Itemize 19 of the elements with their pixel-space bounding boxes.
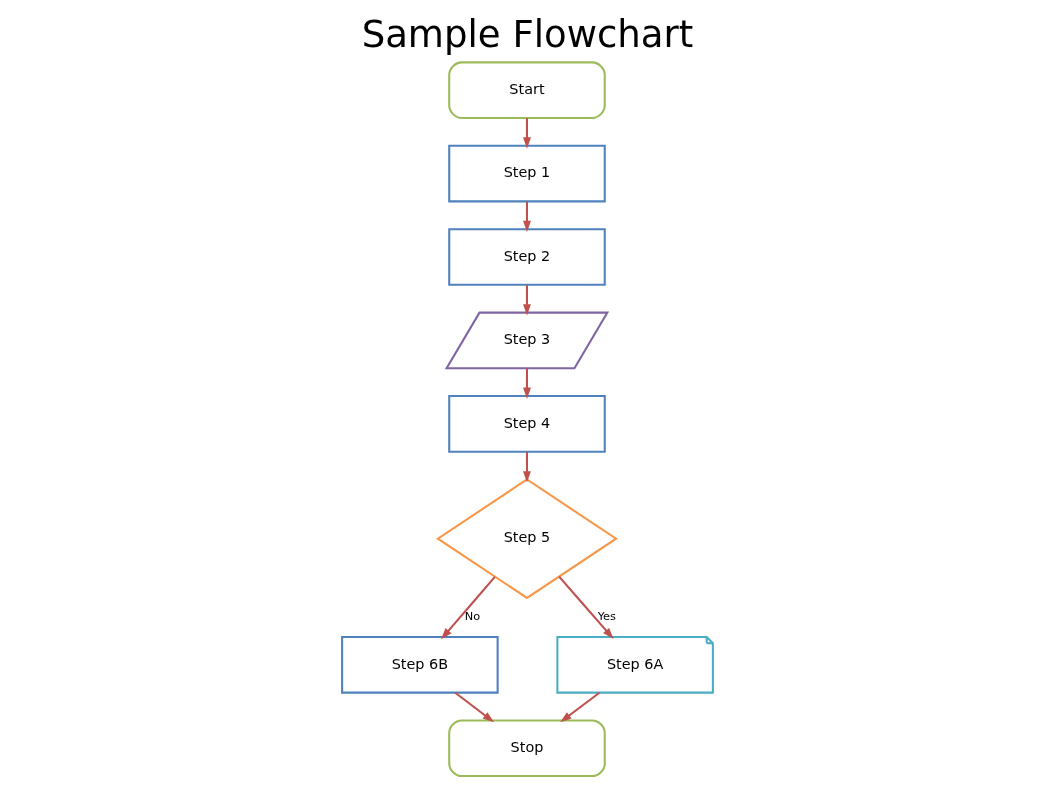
arrow bbox=[440, 576, 496, 640]
arrow bbox=[559, 691, 600, 723]
arrow bbox=[557, 575, 614, 640]
node-box: Step 4 bbox=[447, 395, 606, 453]
node-box: Step 2 bbox=[447, 228, 606, 286]
node-box: Step 6B bbox=[340, 636, 499, 694]
node-box: Start bbox=[447, 61, 606, 119]
arrow bbox=[522, 285, 531, 316]
arrow bbox=[522, 118, 531, 149]
arrow bbox=[522, 451, 531, 483]
node-diamond: Step 5 bbox=[435, 478, 618, 600]
arrow bbox=[454, 691, 494, 723]
arrow bbox=[522, 201, 531, 233]
diagram-title: Sample Flowchart bbox=[361, 12, 693, 56]
node-box: Stop bbox=[447, 719, 606, 778]
edge-label: Yes bbox=[597, 609, 616, 624]
edge-label: No bbox=[464, 609, 480, 624]
node-box: Step 1 bbox=[447, 144, 606, 203]
arrow bbox=[522, 368, 531, 399]
